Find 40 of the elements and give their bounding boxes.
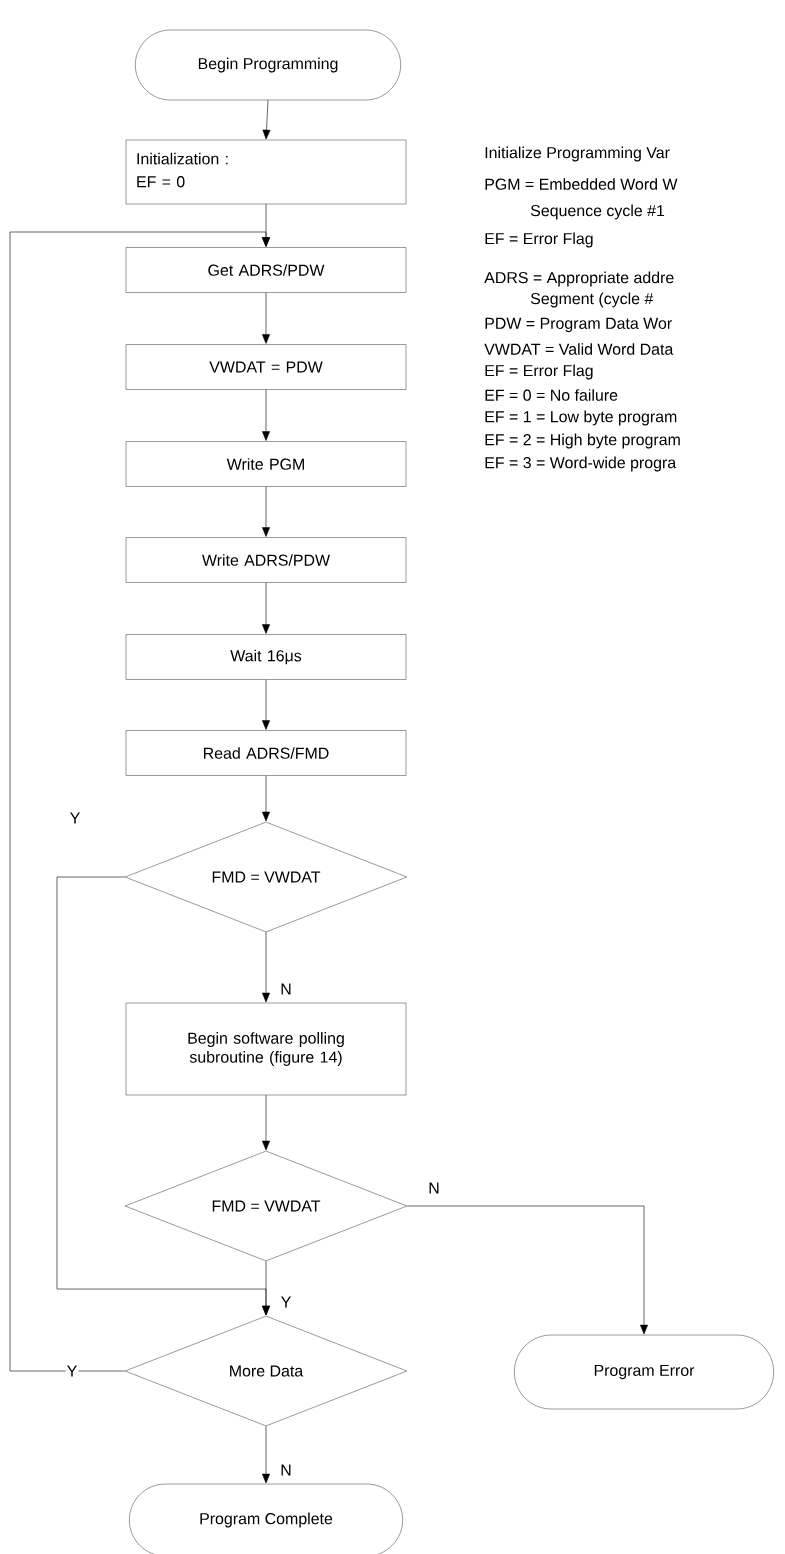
note-text: Initialize Programming Var	[485, 146, 670, 162]
note-text: PGM = Embedded Word W	[485, 178, 678, 190]
process-box: Read ADRS/FMD	[125, 730, 407, 776]
note-text: EF = 0 = No failure	[485, 389, 618, 401]
process-box: Initialization : EF = 0	[125, 139, 407, 205]
note-text: EF = Error Flag	[485, 364, 593, 380]
edge-label: Y	[279, 1295, 293, 1309]
arrow	[406, 1205, 648, 1335]
arrow	[262, 292, 270, 344]
arrow	[262, 389, 270, 441]
process-box: Get ADRS/PDW	[125, 247, 407, 293]
arrow	[9, 231, 270, 1372]
arrow	[262, 1425, 270, 1484]
edge-label: N	[279, 982, 293, 996]
process-box: Wait 16μs	[125, 634, 407, 680]
note-text: VWDAT = Valid Word Data	[484, 343, 674, 355]
edge-label: Y	[68, 811, 82, 825]
note-text: EF = 1 = Low byte program	[485, 410, 677, 426]
arrow	[262, 679, 270, 730]
arrow	[262, 1094, 270, 1151]
arrow	[262, 486, 270, 537]
note-text: Sequence cycle #1	[530, 204, 665, 220]
note-text: ADRS = Appropriate addre	[484, 271, 674, 287]
note-text: EF = Error Flag	[485, 232, 593, 248]
process-box: VWDAT = PDW	[125, 344, 407, 390]
edge-label: N	[279, 1463, 293, 1477]
arrow	[262, 99, 271, 140]
process-box: Begin software polling subroutine (figure 14)	[125, 1002, 407, 1096]
process-box: Write ADRS/PDW	[125, 537, 407, 583]
note-text: EF = 2 = High byte program	[485, 433, 680, 449]
arrow	[262, 931, 270, 1003]
arrow	[262, 1260, 270, 1316]
edge-label: N	[427, 1181, 441, 1195]
note-text: EF = 3 = Word-wide progra	[485, 456, 677, 472]
arrow	[262, 775, 270, 822]
arrow	[262, 582, 270, 634]
process-box: Write PGM	[125, 441, 407, 487]
note-text: PDW = Program Data Wor	[485, 317, 672, 333]
note-text: Segment (cycle #	[530, 292, 654, 308]
edge-label: Y	[65, 1364, 79, 1378]
